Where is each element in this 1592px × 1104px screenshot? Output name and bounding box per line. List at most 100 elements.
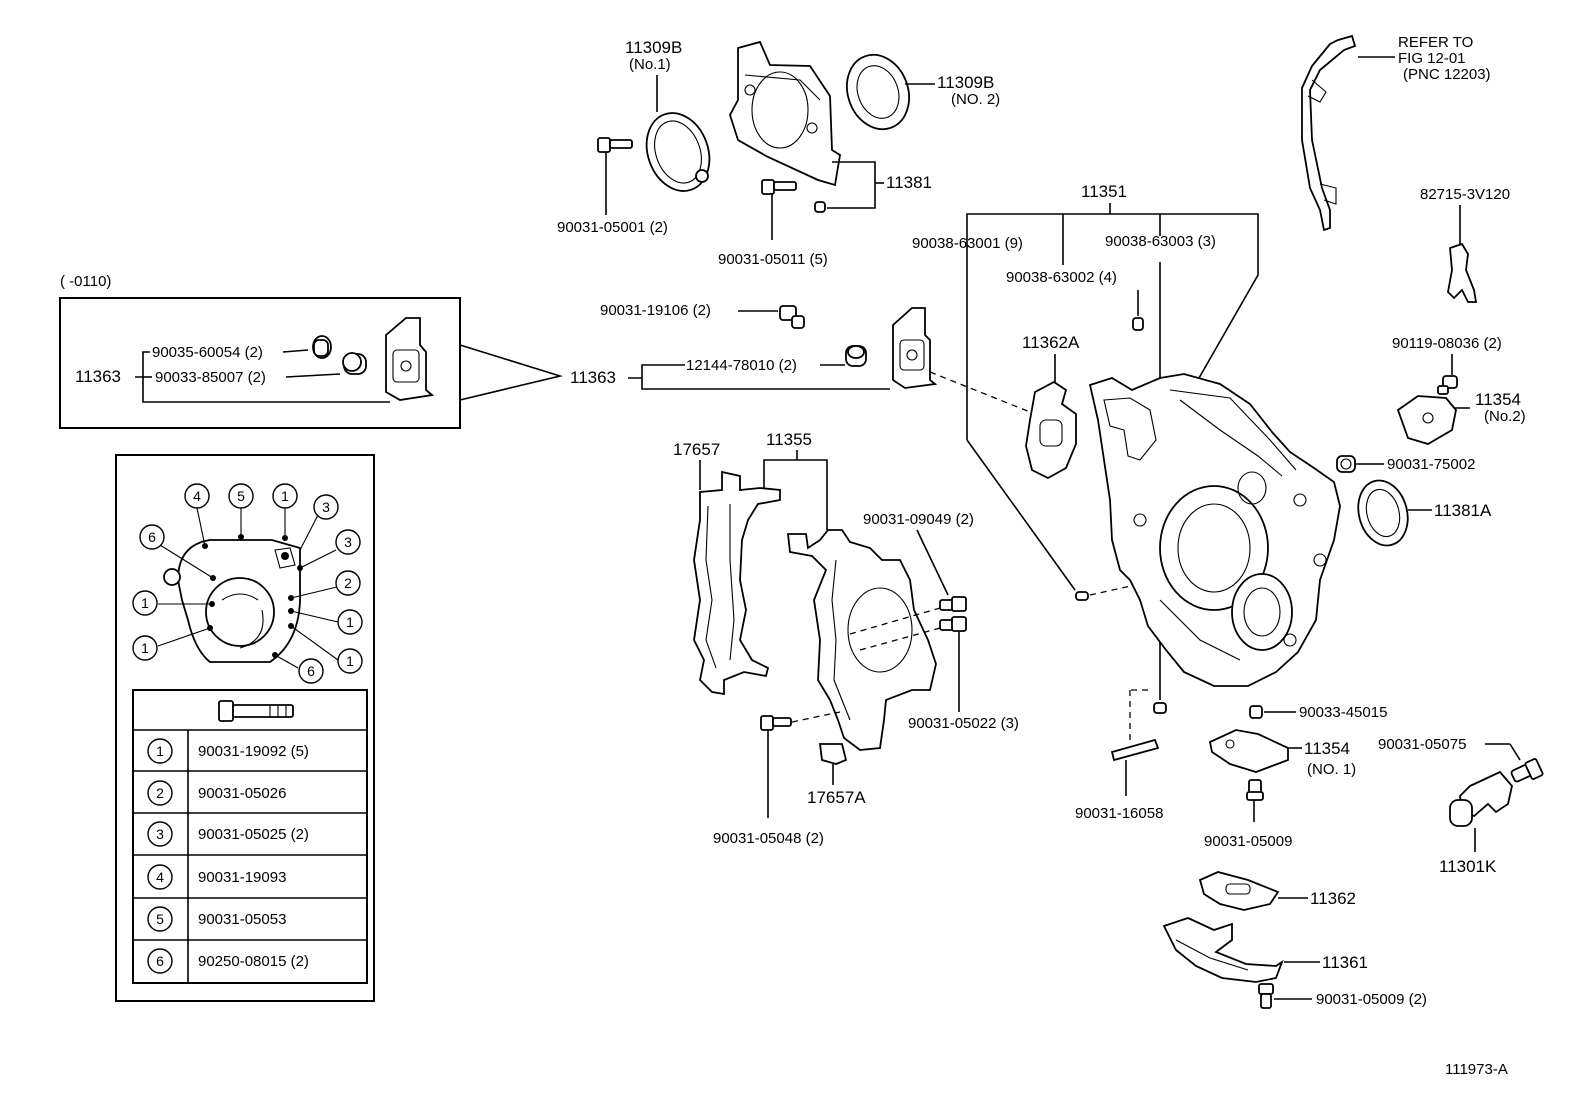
- diagram-id: 111973-A: [1445, 1061, 1508, 1078]
- table-row: 4 90031-19093: [147, 864, 286, 890]
- table-row: 2 90031-05026: [147, 780, 286, 806]
- callout-11381: 11381: [886, 173, 932, 192]
- svg-text:6: 6: [148, 529, 156, 545]
- loc-circle-3b: [335, 529, 361, 555]
- callout-17657: 17657: [673, 440, 720, 459]
- bolt-table-rows: 1 90031-19092 (5) 2 90031-05026 3 90031-…: [147, 738, 309, 974]
- table-row: 6 90250-08015 (2): [147, 948, 309, 974]
- nut-90031-75002: [1336, 455, 1356, 473]
- svg-text:4: 4: [156, 869, 164, 885]
- leader-11363-b: [641, 378, 890, 390]
- refer-line-3: (PNC 12203): [1403, 66, 1491, 83]
- pin-90038-63003: [1153, 702, 1167, 714]
- bolt-90031-05075: [1510, 758, 1544, 783]
- svg-text:5: 5: [237, 488, 245, 504]
- svg-text:5: 5: [156, 911, 164, 927]
- clamp-82715: [1447, 242, 1478, 303]
- callout-11354-no1-sub: (NO. 1): [1307, 761, 1356, 778]
- bolt-90031-05048: [760, 715, 792, 731]
- callout-82715-3v120: 82715-3V120: [1420, 186, 1510, 203]
- svg-text:90031-05053: 90031-05053: [198, 911, 286, 928]
- svg-text:90250-08015 (2): 90250-08015 (2): [198, 953, 309, 970]
- cover-11354-no2: [1396, 395, 1457, 445]
- loc-circle-3a: [313, 494, 339, 520]
- svg-text:3: 3: [322, 499, 330, 515]
- svg-text:90031-19093: 90031-19093: [198, 869, 286, 886]
- callout-90031-05009: 90031-05009: [1204, 833, 1292, 850]
- pin-11381: [814, 201, 826, 213]
- callout-11354-no2-sub: (No.2): [1484, 408, 1526, 425]
- dash-11362a: [929, 371, 1031, 413]
- callout-90031-09049: 90031-09049 (2): [863, 511, 974, 528]
- svg-text:1: 1: [281, 488, 289, 504]
- bolt-90031-05011: [761, 179, 797, 195]
- svg-text:6: 6: [307, 663, 315, 679]
- callout-11354-no1: 11354: [1304, 739, 1350, 758]
- loc-circle-1a: [272, 483, 298, 509]
- bolt-90031-05001: [597, 137, 633, 153]
- callout-12144-78010: 12144-78010 (2): [686, 357, 797, 374]
- svg-text:2: 2: [156, 785, 164, 801]
- plug-90033-45015: [1249, 705, 1263, 719]
- callout-90031-16058: 90031-16058: [1075, 805, 1163, 822]
- refer-line-1: REFER TO: [1398, 34, 1473, 51]
- plate-11362: [1198, 871, 1280, 911]
- dowel-12144: [845, 345, 867, 367]
- loc-circle-1b: [132, 590, 158, 616]
- loc-circle-4: [184, 483, 210, 509]
- callout-11301k: 11301K: [1439, 857, 1497, 876]
- svg-text:2: 2: [344, 575, 352, 591]
- pin-90038-63001: [1075, 591, 1089, 601]
- table-row: 1 90031-19092 (5): [147, 738, 309, 764]
- dipstick-guide: [1301, 34, 1357, 232]
- inset-range-label: ( -0110): [60, 273, 111, 290]
- svg-text:90031-19092 (5): 90031-19092 (5): [198, 743, 309, 760]
- callout-11309b-no1-sub: (No.1): [629, 56, 671, 73]
- callout-90031-05001: 90031-05001 (2): [557, 219, 668, 236]
- inset-item-90035-60054: 90035-60054 (2): [152, 344, 263, 361]
- callout-90119-08036: 90119-08036 (2): [1392, 335, 1502, 352]
- plate-11362a: [1025, 380, 1077, 480]
- loc-circle-1c: [337, 609, 363, 635]
- callout-11381a: 11381A: [1434, 501, 1492, 520]
- loc-circle-6b: [298, 658, 324, 684]
- refer-line-2: FIG 12-01: [1398, 50, 1466, 67]
- svg-text:1: 1: [141, 640, 149, 656]
- inset-dowel-large: [342, 352, 367, 375]
- cover-11361: [1162, 917, 1284, 983]
- gasket-17657a: [818, 743, 848, 765]
- location-circles: 4 5 1 3 6 3 2 1 1 1 1 6: [132, 483, 363, 684]
- callout-11362: 11362: [1310, 889, 1356, 908]
- inset-leader-e: [285, 373, 341, 378]
- svg-text:6: 6: [156, 953, 164, 969]
- inset-leader-d: [282, 349, 309, 353]
- inset-part-11363: 11363: [75, 367, 121, 386]
- leader-11381: [827, 161, 876, 209]
- cover-11354-no1: [1208, 729, 1289, 773]
- table-row: 5 90031-05053: [147, 906, 286, 932]
- pin-90038-63002: [1132, 317, 1144, 331]
- callout-90031-05009-2: 90031-05009 (2): [1316, 991, 1427, 1008]
- oil-seal-11381a: [1357, 479, 1409, 547]
- loc-circle-1e: [337, 648, 363, 674]
- stud-90031-16058: [1110, 738, 1160, 762]
- svg-text:4: 4: [193, 488, 201, 504]
- seal-retainer: [729, 40, 841, 187]
- bolt-icon: [218, 700, 294, 722]
- svg-text:1: 1: [346, 614, 354, 630]
- svg-text:1: 1: [156, 743, 164, 759]
- timing-cover-11351: [1088, 373, 1341, 687]
- inset-leader-b: [142, 377, 390, 403]
- callout-11309b-no1: 11309B: [625, 38, 682, 57]
- svg-text:90031-05025 (2): 90031-05025 (2): [198, 826, 309, 843]
- oil-seal-no1: [645, 112, 711, 192]
- callout-11361: 11361: [1322, 953, 1368, 972]
- bolt-location-view: [157, 507, 339, 669]
- bolt-90031-05009: [1246, 779, 1264, 801]
- bolt-90031-19106: [779, 305, 805, 329]
- leader-11363-a: [628, 364, 685, 379]
- gasket-11355: [786, 529, 937, 751]
- callout-90031-05022: 90031-05022 (3): [908, 715, 1019, 732]
